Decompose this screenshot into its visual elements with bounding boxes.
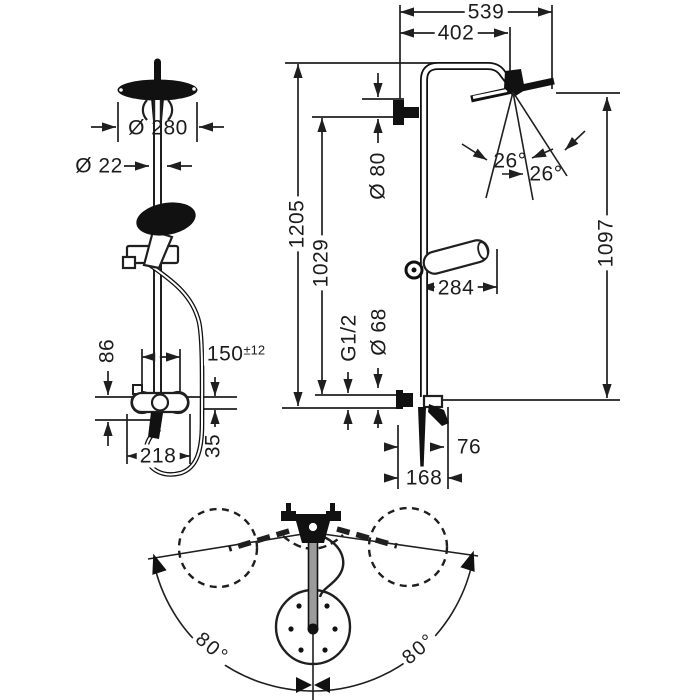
- dimension-arm-reach: 402: [434, 21, 478, 45]
- dimension-connection-spacing: 150±12: [203, 342, 269, 366]
- dimension-head-diameter: Ø 280: [128, 116, 188, 140]
- dimension-head-height: 1097: [594, 215, 618, 271]
- dimension-spray-angle-right: 26°: [529, 162, 563, 186]
- front-view-drawing: [117, 58, 205, 477]
- dimension-handshower-reach: 284: [434, 276, 478, 300]
- dimension-connection-tolerance: ±12: [243, 342, 266, 358]
- dimension-total-height: 1205: [285, 196, 309, 252]
- dimension-thread-size: G1/2: [337, 314, 361, 362]
- dimension-total-depth: 168: [402, 466, 446, 490]
- dimension-mixer-width: 218: [136, 444, 180, 468]
- dimension-arm-reach-total: 539: [464, 0, 508, 24]
- dimension-lever-depth: 76: [456, 435, 482, 459]
- dimension-connection-value: 150: [206, 342, 244, 366]
- dimension-mixer-offset: 35: [201, 433, 225, 459]
- dimension-pipe-diameter: Ø 22: [75, 154, 123, 178]
- side-view-drawing: [393, 62, 586, 471]
- dimension-bracket-height: 1029: [309, 235, 333, 291]
- top-view-drawing: [147, 503, 479, 700]
- dimension-escutcheon-diameter: Ø 80: [366, 152, 390, 200]
- dimension-rail-offset: 86: [95, 338, 119, 364]
- dimension-mixer-escutcheon-diameter: Ø 68: [367, 308, 391, 356]
- dimension-spray-angle-left: 26°: [493, 149, 527, 173]
